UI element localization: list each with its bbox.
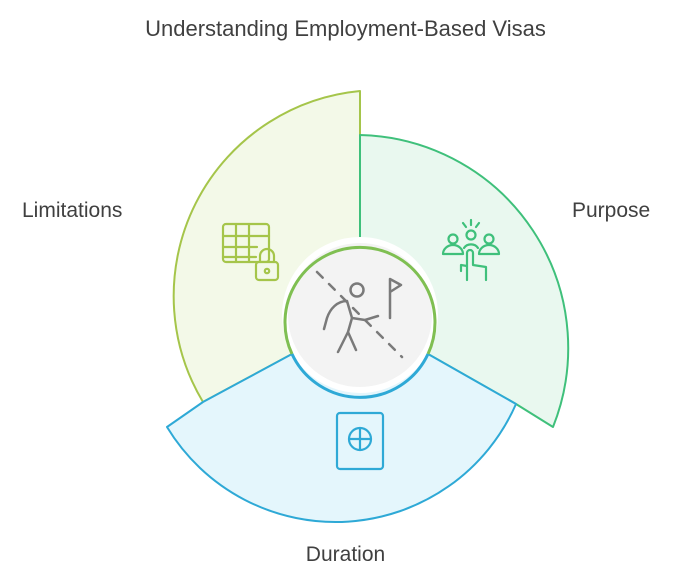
limitations-label: Limitations bbox=[22, 199, 123, 222]
center-hub-ring-bottom bbox=[290, 353, 430, 399]
duration-label: Duration bbox=[305, 543, 386, 566]
diagram-title: Understanding Employment-Based Visas bbox=[145, 16, 546, 41]
team-selection-icon bbox=[441, 218, 501, 282]
center-hub-ring-top bbox=[283, 245, 437, 355]
locked-table-icon bbox=[221, 222, 280, 282]
center-hub bbox=[282, 237, 438, 393]
no-walking-flag-icon bbox=[315, 270, 404, 359]
duration-segment bbox=[166, 353, 517, 523]
purpose-label: Purpose bbox=[572, 199, 651, 222]
passport-icon bbox=[335, 411, 385, 471]
purpose-segment bbox=[359, 134, 570, 428]
